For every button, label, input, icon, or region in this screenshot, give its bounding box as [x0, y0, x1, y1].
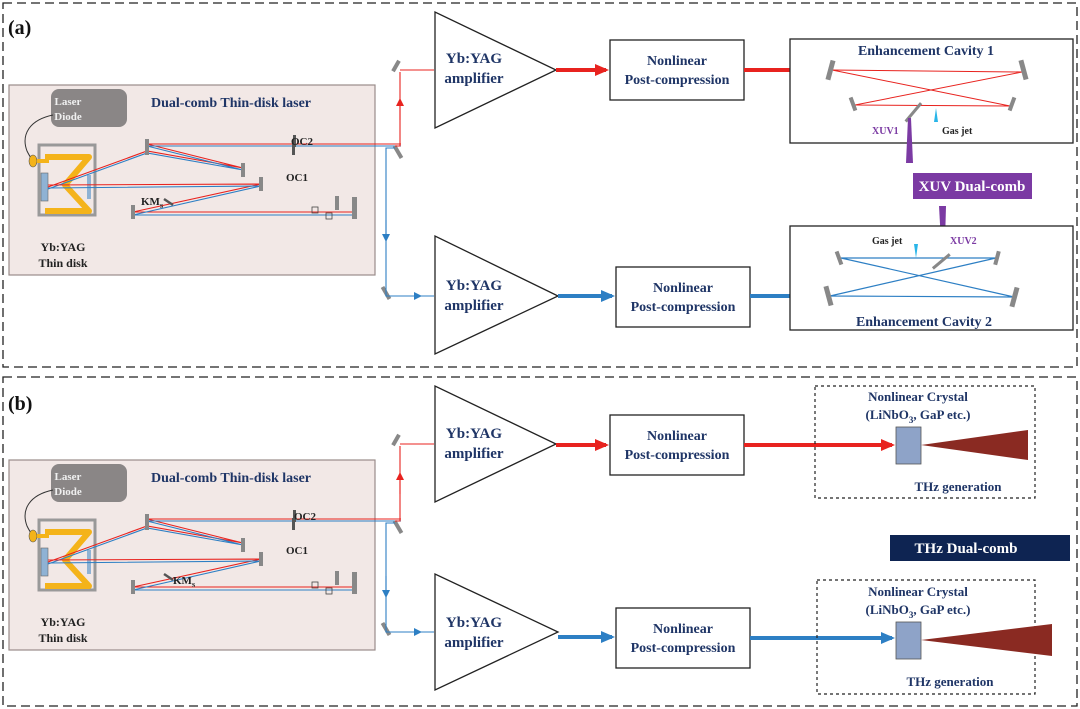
- amplifier-triangle: [434, 10, 558, 130]
- laser-title: Dual-comb Thin-disk laser: [151, 96, 311, 111]
- crystal-label: Nonlinear Crystal: [868, 584, 968, 599]
- panel-b-label: (b): [8, 393, 32, 415]
- oc1-label: OC1: [286, 545, 308, 557]
- post-compression-label: Nonlinear: [647, 54, 707, 69]
- panel-a: (a) Laser Diode Dual-comb Thin-disk lase…: [2, 2, 1078, 368]
- amp-chain-top-a: Yb:YAG amplifier Nonlinear Post-compress…: [434, 10, 829, 130]
- post-compression-box: [615, 266, 751, 328]
- gas-jet-label: Gas jet: [872, 236, 903, 247]
- post-compression-box: [615, 607, 751, 669]
- amplifier-label: amplifier: [444, 446, 503, 462]
- laser-diode-label-line1: Laser: [55, 471, 82, 483]
- thz-cone: [921, 430, 1028, 460]
- crystal-material-label: (LiNbO3, GaP etc.): [866, 407, 971, 425]
- xuv-beam-1: [906, 118, 913, 163]
- thin-disk-laser-a: Laser Diode Dual-comb Thin-disk laser Yb…: [9, 85, 401, 275]
- km-label: KMs: [173, 575, 195, 589]
- xuv2-label: XUV2: [950, 236, 977, 247]
- thz-generation-label: THz generation: [906, 674, 994, 689]
- panel-b-border: [2, 376, 1078, 707]
- thz-cone: [921, 624, 1052, 656]
- cavity-title: Enhancement Cavity 2: [856, 315, 992, 330]
- panel-b: (b) Laser Diode Dual-comb Thin-disk lase…: [2, 376, 1078, 707]
- amplifier-label: Yb:YAG: [446, 51, 502, 67]
- amplifier-label: amplifier: [444, 298, 503, 314]
- xuv1-label: XUV1: [872, 126, 899, 137]
- thin-disk-label-line2: Thin disk: [38, 631, 87, 645]
- amp-chain-bottom-a: Yb:YAG amplifier Nonlinear Post-compress…: [434, 234, 829, 356]
- enhancement-cavity-1: Enhancement Cavity 1 Gas jet XUV1: [789, 38, 1074, 163]
- amplifier-label: amplifier: [444, 635, 503, 651]
- beam-routing-a: [380, 59, 434, 301]
- laser-diode-label-line2: Diode: [54, 486, 82, 498]
- thin-disk-label-line1: Yb:YAG: [41, 615, 86, 629]
- xuv-dual-comb-badge: [913, 173, 1032, 199]
- gas-jet-label: Gas jet: [942, 126, 973, 137]
- crystal-material-label: (LiNbO3, GaP etc.): [866, 602, 971, 620]
- nonlinear-crystal: [895, 621, 922, 660]
- laser-title: Dual-comb Thin-disk laser: [151, 471, 311, 486]
- amplifier-triangle: [434, 384, 558, 504]
- thz-crystal-bottom: Nonlinear Crystal (LiNbO3, GaP etc.) THz…: [816, 579, 1052, 695]
- oc1-label: OC1: [286, 172, 308, 184]
- post-compression-label: Post-compression: [631, 641, 736, 656]
- post-compression-label: Post-compression: [625, 73, 730, 88]
- enhancement-cavity-2: Enhancement Cavity 2 Gas jet XUV2: [789, 225, 1074, 331]
- amplifier-label: Yb:YAG: [446, 278, 502, 294]
- amp-chain-bottom-b: Yb:YAG amplifier Nonlinear Post-compress…: [434, 572, 895, 692]
- thz-crystal-top: Nonlinear Crystal (LiNbO3, GaP etc.) THz…: [814, 385, 1036, 499]
- nonlinear-crystal: [895, 426, 922, 465]
- gas-jet-icon: [934, 108, 938, 122]
- post-compression-label: Post-compression: [625, 448, 730, 463]
- km-label: KMs: [141, 196, 163, 210]
- thin-disk-label-line2: Thin disk: [38, 256, 87, 270]
- thz-generation-label: THz generation: [914, 479, 1002, 494]
- post-compression-label: Nonlinear: [653, 622, 713, 637]
- panel-a-border: [2, 2, 1078, 368]
- panel-a-label: (a): [8, 17, 31, 39]
- post-compression-label: Nonlinear: [647, 429, 707, 444]
- amplifier-triangle: [434, 572, 560, 692]
- cavity-title: Enhancement Cavity 1: [858, 44, 994, 59]
- thz-dual-comb-label: THz Dual-comb: [915, 541, 1018, 557]
- thz-dual-comb-badge: [890, 535, 1070, 561]
- laser-diode-label-line1: Laser: [55, 96, 82, 108]
- amplifier-triangle: [434, 234, 560, 356]
- post-compression-box: [609, 414, 745, 476]
- amplifier-label: Yb:YAG: [446, 615, 502, 631]
- beam-routing-b: [380, 433, 434, 637]
- oc2-label: OC2: [291, 136, 314, 148]
- post-compression-label: Nonlinear: [653, 281, 713, 296]
- laser-diode-label-line2: Diode: [54, 111, 82, 123]
- thin-disk-label-line1: Yb:YAG: [41, 240, 86, 254]
- amplifier-label: amplifier: [444, 71, 503, 87]
- crystal-label: Nonlinear Crystal: [868, 389, 968, 404]
- oc2-label: OC2: [294, 511, 317, 523]
- amplifier-label: Yb:YAG: [446, 426, 502, 442]
- post-compression-label: Post-compression: [631, 300, 736, 315]
- post-compression-box: [609, 39, 745, 101]
- xuv-dual-comb-label: XUV Dual-comb: [919, 179, 1026, 195]
- amp-chain-top-b: Yb:YAG amplifier Nonlinear Post-compress…: [434, 384, 895, 504]
- gas-jet-icon: [914, 244, 918, 258]
- thin-disk-laser-b: Laser Diode Dual-comb Thin-disk laser Yb…: [9, 460, 401, 650]
